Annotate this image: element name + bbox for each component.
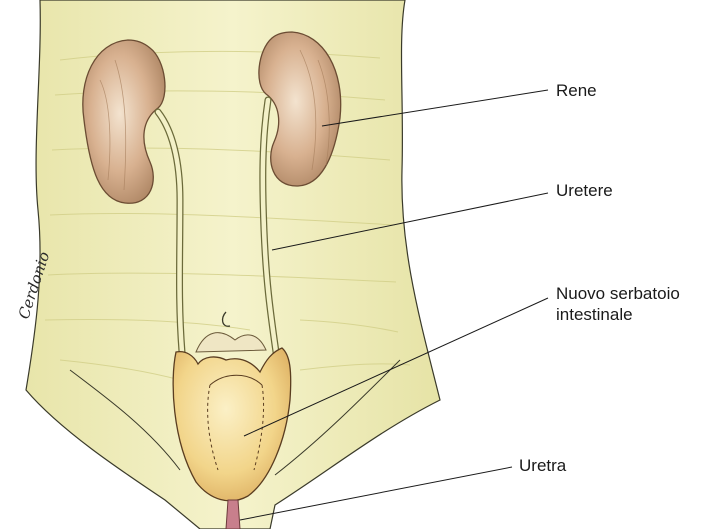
label-reservoir: Nuovo serbatoio intestinale bbox=[556, 283, 680, 325]
label-ureter: Uretere bbox=[556, 180, 613, 201]
label-kidney: Rene bbox=[556, 80, 597, 101]
label-urethra: Uretra bbox=[519, 455, 566, 476]
urethra bbox=[226, 500, 240, 529]
label-reservoir-line2: intestinale bbox=[556, 304, 680, 325]
label-reservoir-line1: Nuovo serbatoio bbox=[556, 283, 680, 304]
